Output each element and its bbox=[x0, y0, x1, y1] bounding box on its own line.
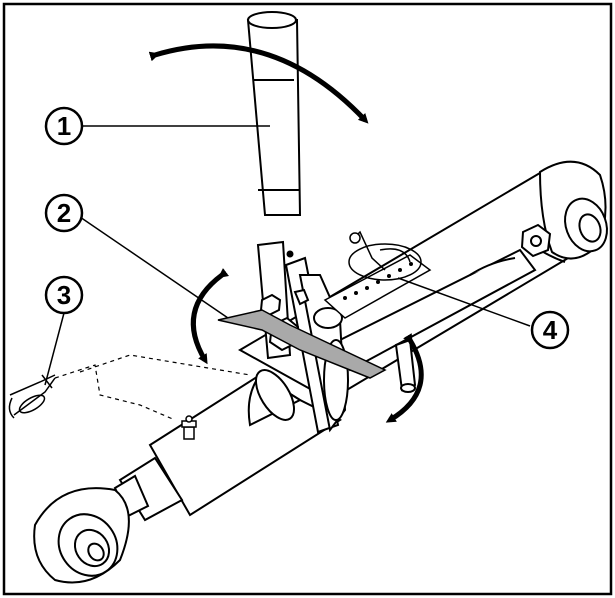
callout-1-label: 1 bbox=[57, 111, 71, 141]
callout-4-label: 4 bbox=[543, 315, 558, 345]
spring-clip bbox=[8, 374, 56, 419]
rear-ball-joint bbox=[520, 160, 608, 263]
callout-3-label: 3 bbox=[57, 280, 71, 310]
pawl-rotate-arrow bbox=[190, 268, 229, 365]
leader-line-2 bbox=[79, 216, 229, 319]
grease-nipple bbox=[181, 415, 197, 440]
leader-line-3 bbox=[44, 312, 65, 386]
lever-swing-arrow bbox=[148, 43, 369, 124]
chain-dashed bbox=[54, 364, 176, 421]
callout-2-label: 2 bbox=[57, 198, 71, 228]
locking-plate bbox=[323, 230, 432, 319]
callout-4: 4 bbox=[530, 310, 570, 350]
callout-3: 3 bbox=[44, 275, 84, 315]
chain-dashed-upper bbox=[79, 354, 251, 376]
front-ball-joint bbox=[33, 487, 130, 584]
callout-2: 2 bbox=[44, 193, 84, 233]
bracket-bolt-right bbox=[293, 288, 310, 306]
locking-pawl bbox=[217, 309, 387, 379]
callout-1: 1 bbox=[44, 106, 84, 146]
pin-rotate-arrow bbox=[385, 333, 424, 423]
leader-line-4 bbox=[397, 277, 531, 327]
